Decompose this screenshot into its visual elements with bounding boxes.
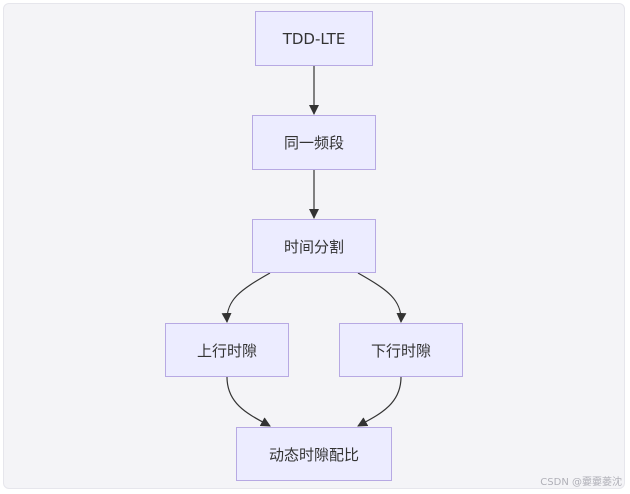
node-time-division: 时间分割 [252,219,376,273]
node-tdd-lte: TDD-LTE [255,11,373,66]
node-same-band: 同一频段 [252,115,376,170]
node-downlink-slot: 下行时隙 [339,323,463,377]
edge-downlink-slot-to-dynamic-ratio [357,376,402,427]
edge-time-division-to-uplink-slot [221,272,271,323]
node-uplink-slot: 上行时隙 [165,323,289,377]
edge-uplink-slot-to-dynamic-ratio [226,376,271,427]
node-dynamic-ratio: 动态时隙配比 [236,427,392,481]
edge-time-division-to-downlink-slot [357,272,407,323]
csdn-watermark: CSDN @嫑嫑蒌沈 [540,477,622,488]
